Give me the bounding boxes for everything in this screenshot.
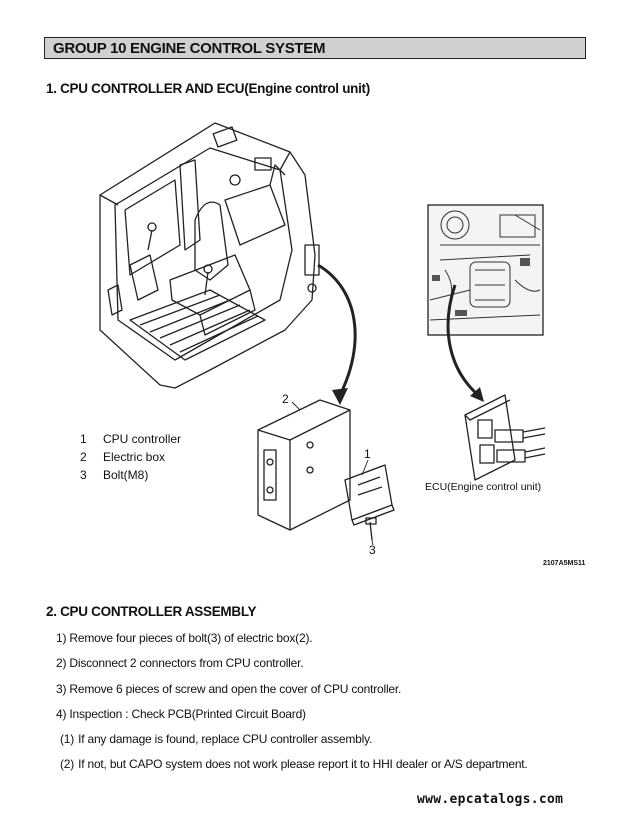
cpu-controller-drawing — [344, 464, 393, 521]
electric-box-drawing — [257, 399, 395, 541]
group-title: GROUP 10 ENGINE CONTROL SYSTEM — [53, 40, 326, 57]
legend-number: 2 — [80, 450, 87, 464]
group-header: GROUP 10 ENGINE CONTROL SYSTEM — [44, 37, 586, 59]
section-2-title: 2. CPU CONTROLLER ASSEMBLY — [46, 604, 257, 619]
substep-number: (1) — [60, 732, 75, 746]
substep-item: (1)If any damage is found, replace CPU c… — [60, 732, 372, 746]
callout-1: 1 — [364, 447, 371, 461]
callout-2: 2 — [282, 392, 289, 406]
legend-item: 1 CPU controller — [80, 432, 181, 446]
substep-text: If not, but CAPO system does not work pl… — [78, 757, 528, 771]
section-1-title: 1. CPU CONTROLLER AND ECU(Engine control… — [46, 81, 370, 96]
legend-item: 2 Electric box — [80, 450, 165, 464]
step-item: 4) Inspection : Check PCB(Printed Circui… — [56, 707, 306, 721]
step-item: 3) Remove 6 pieces of screw and open the… — [56, 682, 402, 696]
substep-text: If any damage is found, replace CPU cont… — [78, 732, 373, 746]
step-item: 2) Disconnect 2 connectors from CPU cont… — [56, 656, 304, 670]
legend-label: Electric box — [103, 450, 166, 464]
figure-id: 2107A5MS11 — [543, 560, 586, 567]
substep-number: (2) — [60, 757, 75, 771]
legend-label: CPU controller — [103, 432, 182, 446]
cab-diagram — [99, 122, 546, 546]
substep-item: (2)If not, but CAPO system does not work… — [60, 757, 528, 771]
seat — [194, 201, 229, 281]
cab-frame — [99, 122, 316, 389]
engine-photo — [427, 204, 544, 336]
callout-3: 3 — [369, 543, 376, 557]
watermark-link[interactable]: www.epcatalogs.com — [417, 792, 564, 807]
legend-item: 3 Bolt(M8) — [80, 468, 148, 482]
ecu-label: ECU(Engine control unit) — [425, 481, 542, 493]
legend-label: Bolt(M8) — [103, 468, 149, 482]
legend-number: 1 — [80, 432, 87, 446]
legend-number: 3 — [80, 468, 87, 482]
step-item: 1) Remove four pieces of bolt(3) of elec… — [56, 631, 313, 645]
ecu-drawing — [464, 394, 546, 481]
